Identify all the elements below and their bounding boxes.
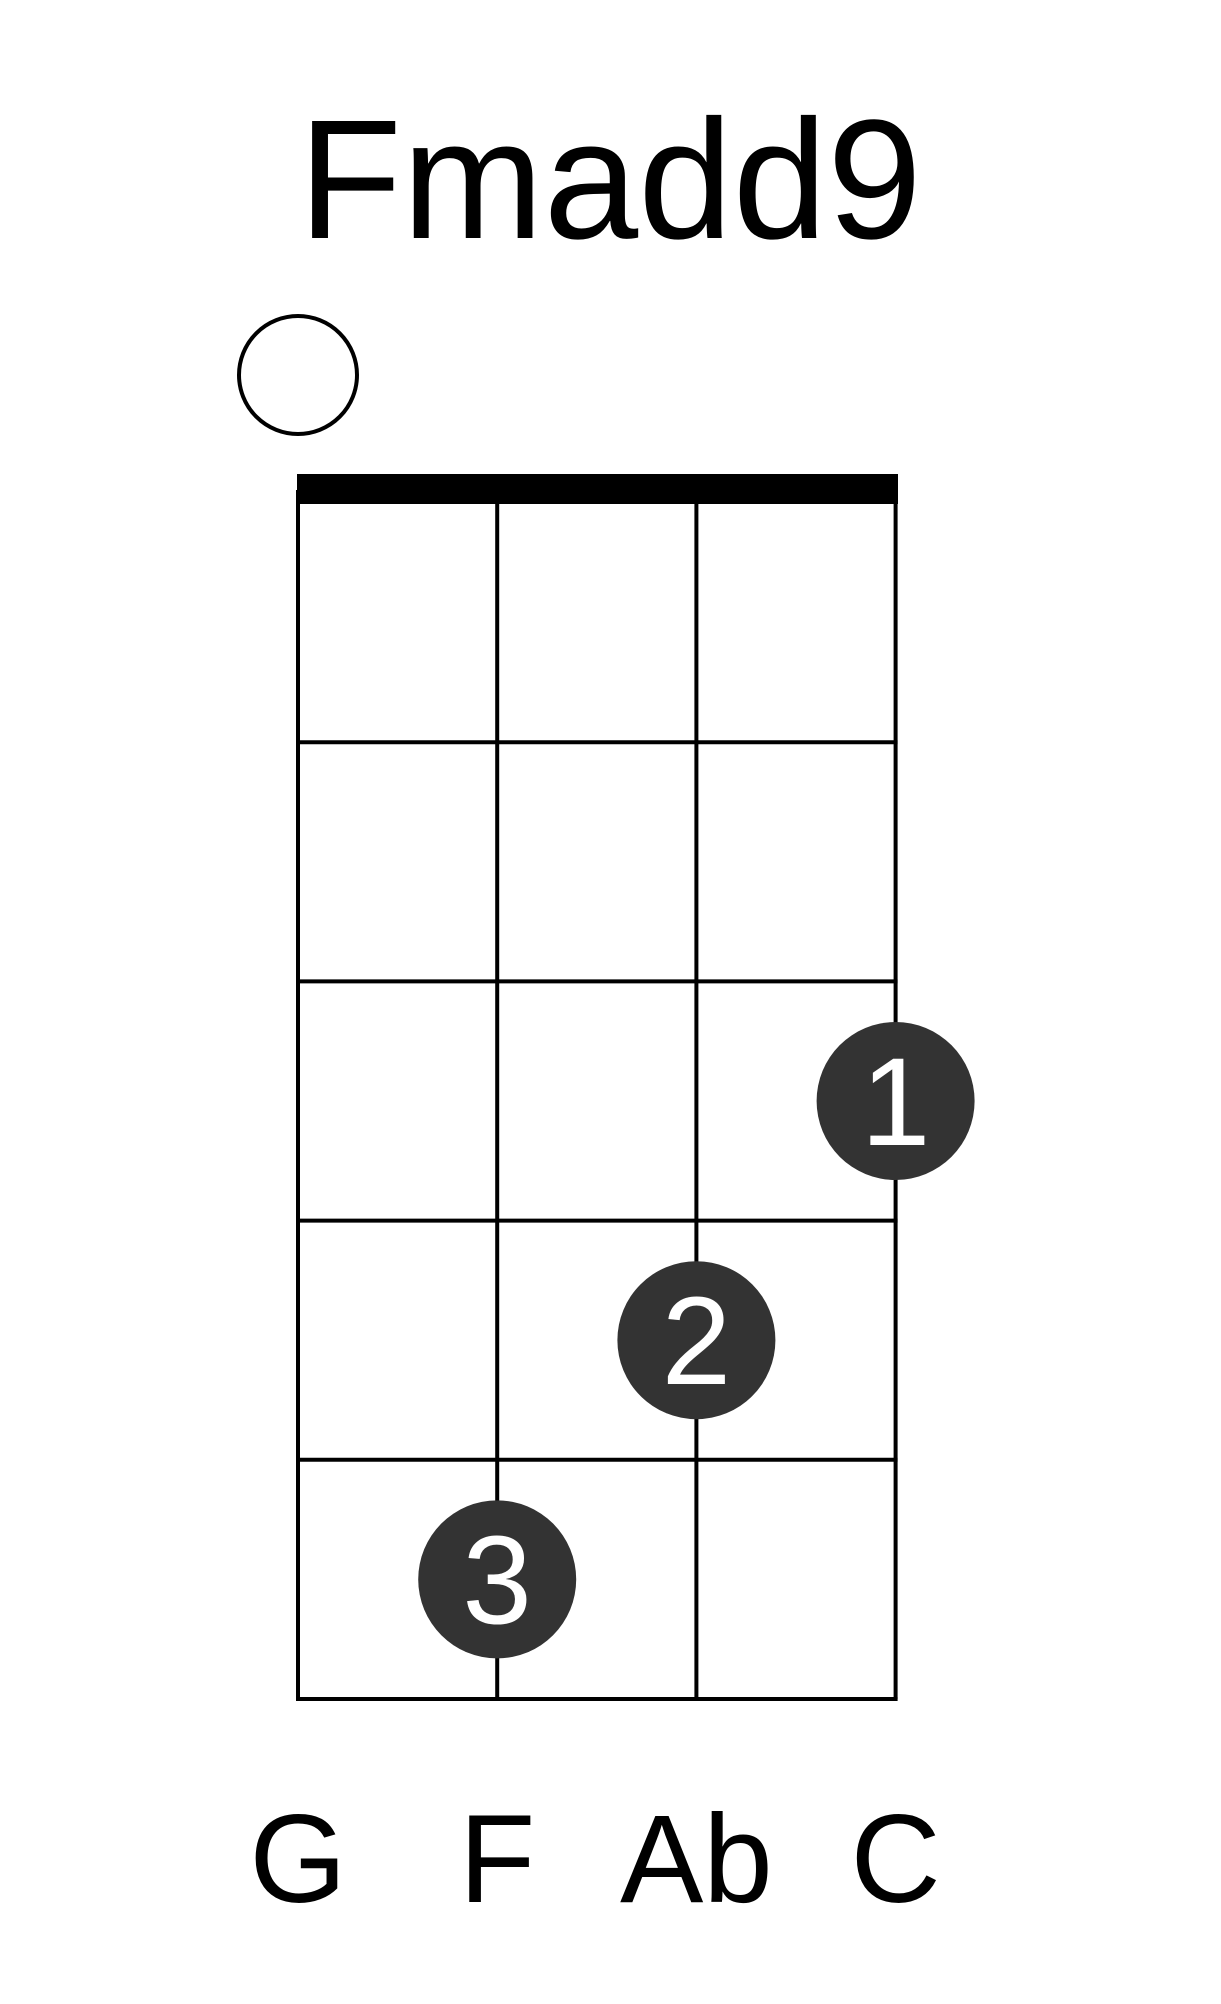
finger-positions: 123 [418,1022,975,1659]
finger-dot: 3 [418,1500,577,1659]
finger-dot-circle [418,1500,577,1659]
fretboard-grid [296,490,898,1701]
open-string-marker [237,314,359,436]
finger-dot: 1 [816,1022,975,1180]
string-note-label: C [850,1790,940,1929]
finger-number: 2 [662,1272,732,1411]
finger-dot-circle [617,1261,776,1420]
chord-title: Fmadd9 [298,85,922,275]
string-note-label: Ab [620,1790,773,1929]
open-string-markers [237,314,359,436]
finger-dot-circle [816,1022,975,1180]
finger-dot: 2 [617,1261,776,1420]
finger-number: 1 [861,1033,931,1172]
string-note-label: F [459,1790,535,1929]
nut [297,474,898,504]
finger-number: 3 [462,1511,532,1650]
string-note-label: G [249,1790,346,1929]
